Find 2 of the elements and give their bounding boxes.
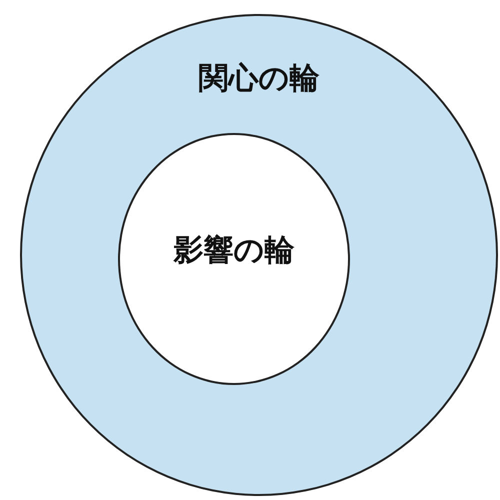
circle-label: 関心の輪 (198, 60, 320, 98)
circle-label: 影響の輪 (174, 232, 294, 270)
